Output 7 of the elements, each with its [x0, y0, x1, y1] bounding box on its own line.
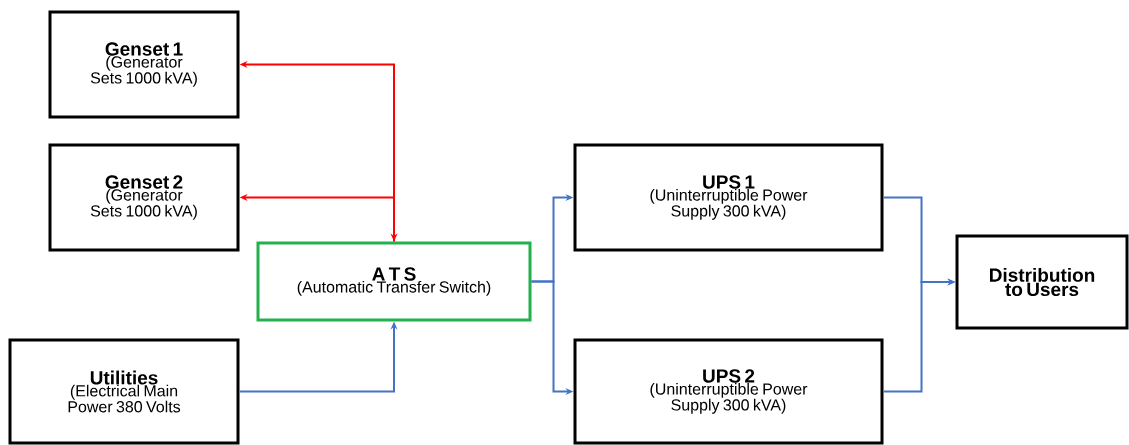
- process-box: Genset 2 (Generator Sets 1000 kVA): [48, 143, 240, 252]
- process-box: A T S (Automatic Transfer Switch): [256, 241, 532, 322]
- process-box: Utilities (Electrical Main Power 380 Volts: [8, 338, 240, 445]
- process-box: UPS 1 (Uninterruptible Power Supply 300 kVA): [573, 143, 884, 252]
- process-box: Genset 1 (Generator Sets 1000 kVA): [48, 10, 240, 119]
- process-box: UPS 2 (Uninterruptible Power Supply 300 kVA): [573, 338, 884, 445]
- process-box: Distribution to Users: [955, 234, 1129, 330]
